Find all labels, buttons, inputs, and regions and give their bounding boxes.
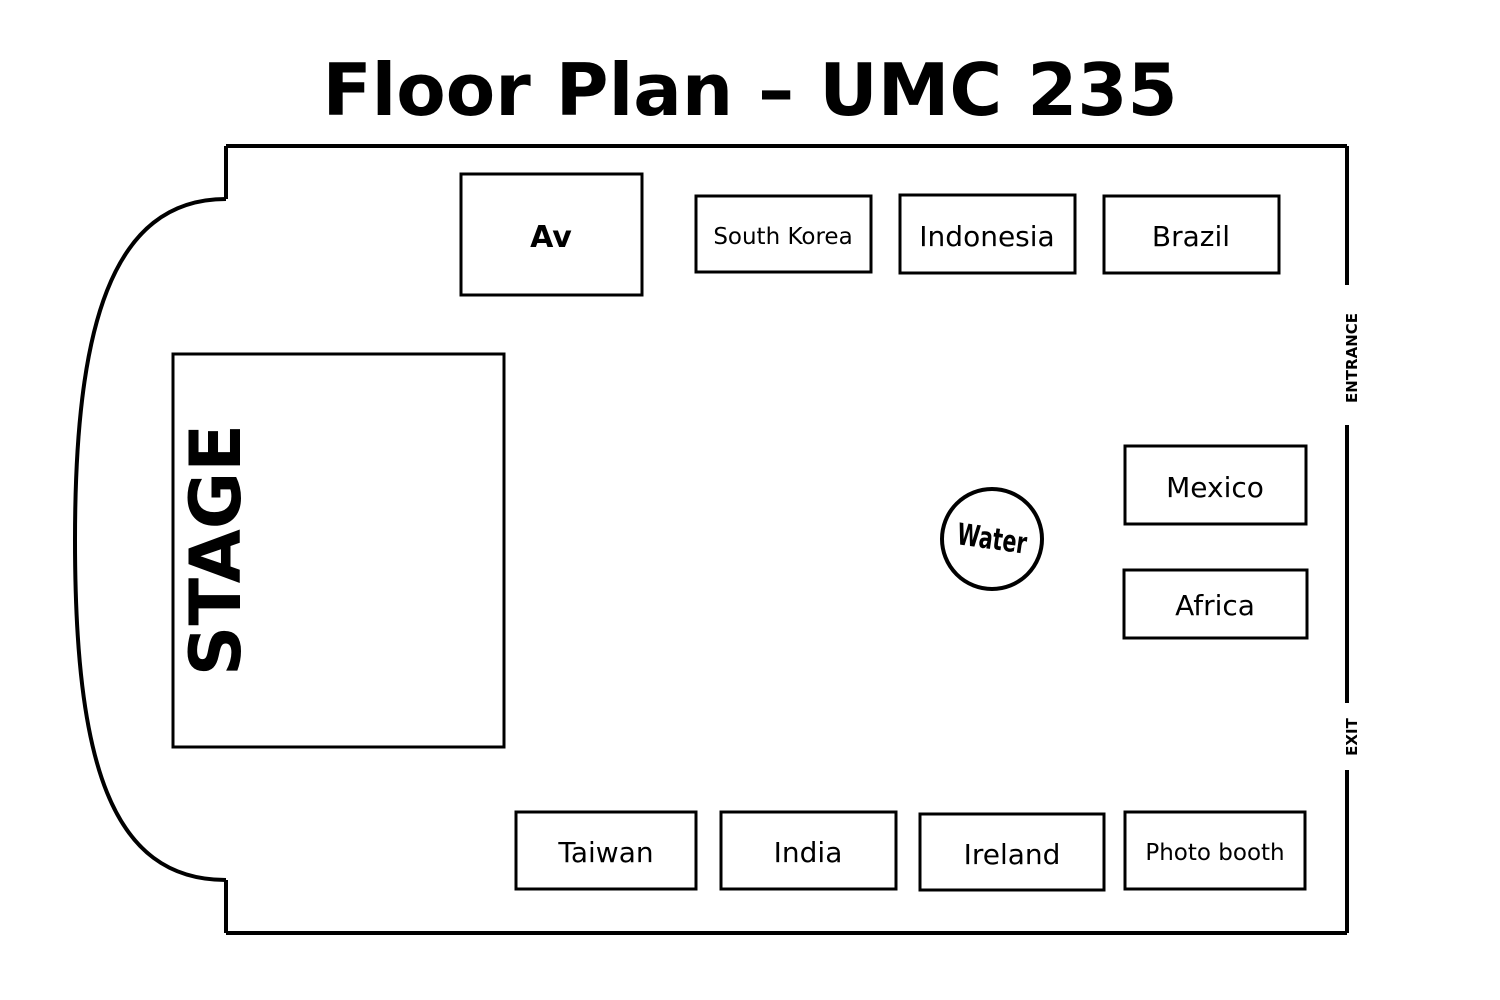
booth-photo-booth: Photo booth: [1123, 810, 1307, 891]
av-box: [459, 172, 644, 297]
booth-box: [1123, 810, 1307, 891]
page-title: Floor Plan – UMC 235: [322, 48, 1177, 132]
av-booth: Av: [459, 172, 644, 297]
booth-taiwan: Taiwan: [514, 810, 698, 891]
booth-box: [1123, 444, 1308, 526]
water-circle: [940, 487, 1044, 591]
booth-label: Indonesia: [919, 220, 1054, 253]
booth-box: [719, 810, 898, 891]
booth-india: India: [719, 810, 898, 891]
water-station: Water: [940, 487, 1044, 591]
booth-label: Brazil: [1152, 220, 1230, 253]
booth-south-korea: South Korea: [694, 194, 873, 274]
av-label: Av: [530, 220, 572, 255]
booth-box: [694, 194, 873, 274]
booth-box: [1122, 568, 1309, 640]
room-walls: [72, 144, 1349, 935]
booth-label: Mexico: [1166, 471, 1264, 504]
booth-label: India: [774, 836, 843, 869]
exit-label: EXIT: [1343, 717, 1361, 755]
booth-box: [898, 193, 1077, 275]
curved-left-wall: [72, 197, 227, 882]
booth-africa: Africa: [1122, 568, 1309, 640]
booth-box: [514, 810, 698, 891]
stage-area: STAGE: [171, 352, 506, 749]
booth-label: South Korea: [713, 224, 852, 250]
stage-label: STAGE: [175, 424, 257, 676]
entrance-label: ENTRANCE: [1343, 313, 1361, 403]
booth-brazil: Brazil: [1102, 194, 1281, 275]
booth-box: [1102, 194, 1281, 275]
booth-label: Africa: [1175, 589, 1255, 622]
booth-label: Photo booth: [1145, 840, 1284, 866]
booth-label: Taiwan: [557, 836, 653, 869]
booth-box: [918, 812, 1106, 892]
booth-mexico: Mexico: [1123, 444, 1308, 526]
booth-indonesia: Indonesia: [898, 193, 1077, 275]
stage-box: [171, 352, 506, 749]
booth-ireland: Ireland: [918, 812, 1106, 892]
booth-label: Ireland: [964, 838, 1061, 871]
